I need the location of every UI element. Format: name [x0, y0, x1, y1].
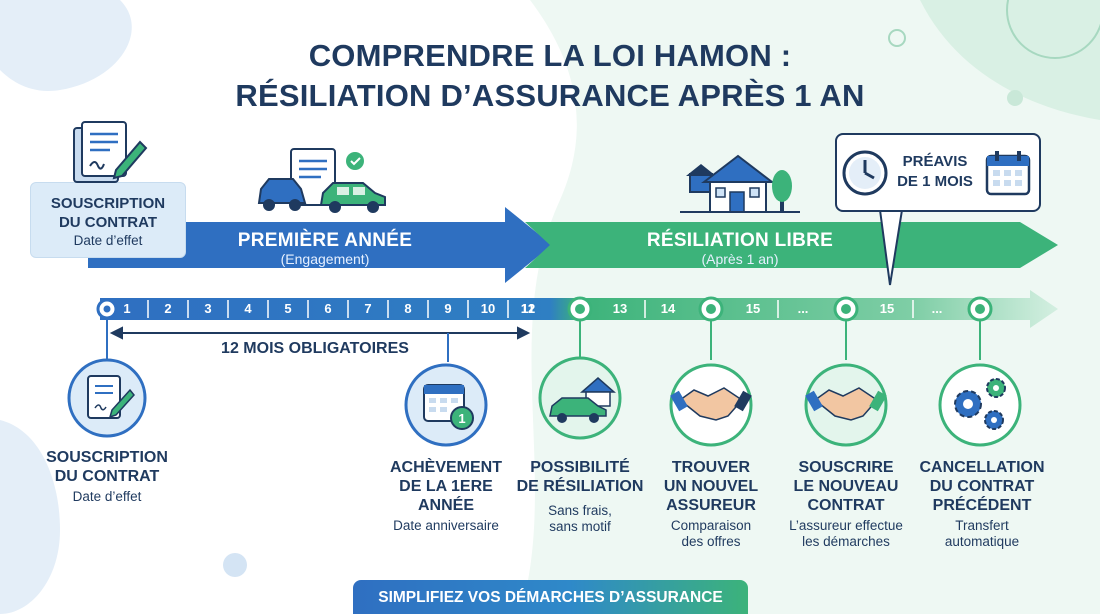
timeline-label: 14: [660, 301, 676, 316]
start-box-subtitle: Date d’effet: [73, 233, 143, 248]
start-box-title: SOUSCRIPTION DU CONTRAT: [50, 195, 166, 231]
step-5-subtitle: L’assureur effectue les démarches: [789, 518, 903, 549]
arrow-free-termination: [525, 222, 1058, 268]
timeline-label-12: 12: [520, 301, 536, 316]
step-4-title: TROUVER UN NOUVEL ASSUREUR: [663, 459, 759, 514]
title-line-2: RÉSILIATION D’ASSURANCE APRÈS 1 AN: [235, 78, 865, 113]
step-2-subtitle: Date anniversaire: [393, 518, 499, 533]
arrow-first-year: [88, 207, 552, 283]
contract-icon: [67, 358, 147, 438]
notice-text: PRÉAVIS DE 1 MOIS: [897, 153, 973, 190]
house-icon: [680, 154, 800, 213]
timeline-label: 3: [204, 301, 212, 316]
step-1-subtitle: Date d’effet: [72, 489, 142, 504]
timeline-label: 7: [364, 301, 372, 316]
timeline-label: ...: [797, 301, 809, 316]
arrow-first-year-subtitle: (Engagement): [280, 251, 370, 267]
step-3-title: POSSIBILITÉ DE RÉSILIATION: [516, 459, 644, 495]
step-6-subtitle: Transfert automatique: [944, 518, 1020, 549]
mandatory-label: 12 MOIS OBLIGATOIRES: [221, 340, 409, 357]
timeline-label: ...: [931, 301, 943, 316]
mandatory-bracket: [109, 326, 531, 362]
timeline-label: 13: [612, 301, 628, 316]
timeline-ticks: [147, 300, 914, 318]
timeline-markers: [96, 296, 993, 322]
handshake-icon: [669, 363, 753, 447]
timeline-label: 6: [324, 301, 332, 316]
timeline-label: 9: [444, 301, 452, 316]
step-5-title: SOUSCRIRE LE NOUVEAU CONTRAT: [793, 459, 899, 514]
handshake-icon: [804, 363, 888, 447]
bottom-banner: [353, 580, 748, 614]
step-1-title: SOUSCRIPTION DU CONTRAT: [46, 449, 168, 485]
arrow-free-subtitle: (Après 1 an): [701, 251, 779, 267]
timeline-label: 5: [284, 301, 292, 316]
svg-text:1: 1: [458, 411, 465, 426]
clock-icon: [842, 150, 888, 196]
start-box: [30, 182, 186, 258]
contract-icon: [73, 121, 148, 183]
title-line-1: COMPRENDRE LA LOI HAMON :: [308, 38, 792, 73]
step-2-title: ACHÈVEMENT DE LA 1ERE ANNÉE: [389, 459, 502, 514]
step-6-title: CANCELLATION DU CONTRAT PRÉCÉDENT: [919, 459, 1045, 514]
timeline-label: 15: [879, 301, 895, 316]
timeline-label: 10: [480, 301, 496, 316]
timeline-label: 11: [521, 301, 535, 316]
bottom-banner-text: SIMPLIFIEZ VOS DÉMARCHES D’ASSURANCE: [378, 589, 723, 606]
timeline-label: 2: [164, 301, 172, 316]
cars-document-icon: [257, 148, 386, 213]
gears-icon: [938, 363, 1022, 447]
timeline-label: 4: [244, 301, 252, 316]
arrow-free-title: RÉSILIATION LIBRE: [646, 230, 834, 251]
arrow-first-year-title: PREMIÈRE ANNÉE: [237, 230, 413, 251]
page-title: COMPRENDRE LA LOI HAMON : RÉSILIATION D’…: [0, 36, 1100, 116]
timeline-label: 15: [745, 301, 761, 316]
timeline-label: 1: [123, 301, 131, 316]
step-4-subtitle: Comparaison des offres: [670, 518, 752, 549]
calendar-icon: 1: [404, 363, 488, 447]
calendar-icon: [985, 151, 1031, 196]
car-house-icon: [538, 356, 622, 440]
step-3-subtitle: Sans frais, sans motif: [548, 503, 612, 534]
timeline-label: 8: [404, 301, 412, 316]
